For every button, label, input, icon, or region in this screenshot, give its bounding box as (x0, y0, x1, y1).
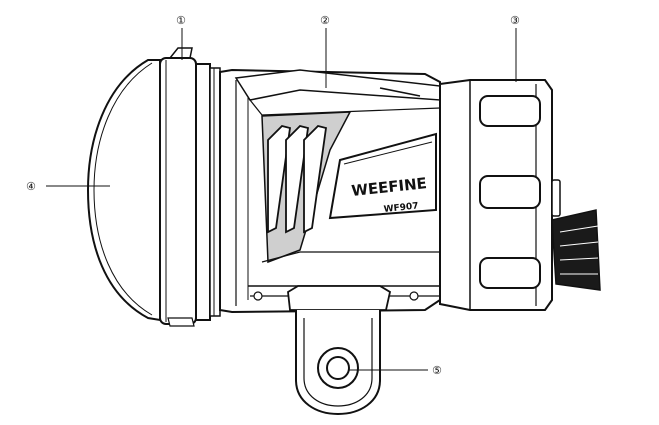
callout-label-2: ② (320, 14, 330, 27)
lens-dome (86, 59, 161, 322)
callout-4: ④ (26, 180, 110, 193)
callout-1: ① (176, 14, 186, 60)
callout-3: ③ (510, 14, 520, 82)
callout-label-3: ③ (510, 14, 520, 27)
model-label: WF907 (383, 201, 419, 215)
callout-label-5: ⑤ (432, 364, 442, 377)
rear-control-ring (439, 79, 601, 311)
main-body-housing (219, 68, 441, 314)
front-bezel-ring (159, 47, 221, 327)
callout-label-4: ④ (26, 180, 36, 193)
callout-2: ② (320, 14, 330, 88)
bottom-mount (287, 285, 392, 416)
callout-5: ⑤ (348, 364, 442, 377)
callout-label-1: ① (176, 14, 186, 27)
